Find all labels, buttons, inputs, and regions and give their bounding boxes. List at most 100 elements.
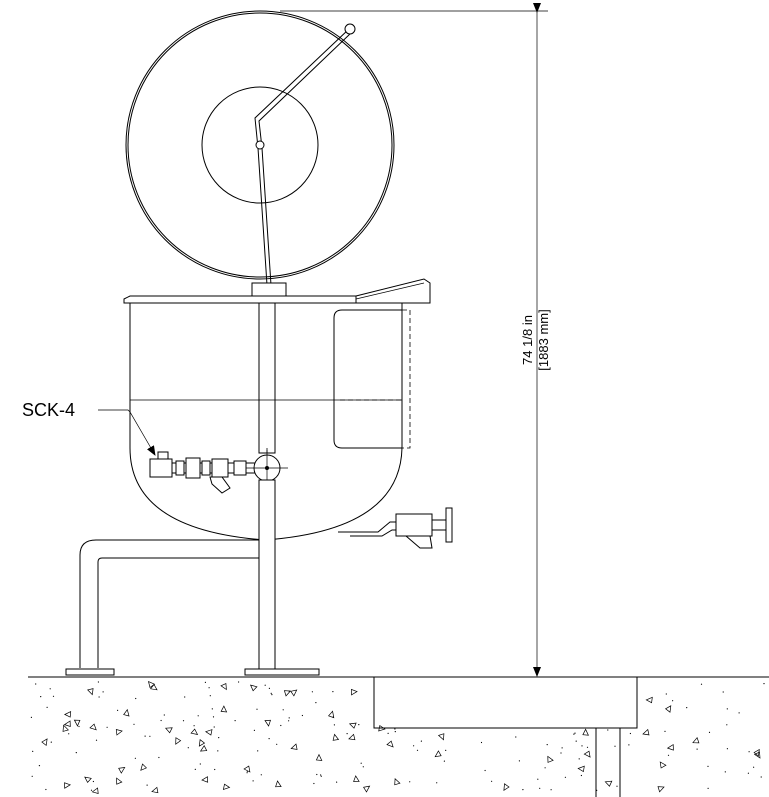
concrete-speck bbox=[95, 739, 98, 741]
valve-fitting-1 bbox=[175, 460, 185, 476]
concrete-speck bbox=[358, 724, 360, 726]
concrete-aggregate bbox=[62, 724, 69, 732]
drain-neck-bottom bbox=[350, 529, 400, 537]
concrete-aggregate bbox=[664, 705, 672, 713]
concrete-aggregate bbox=[190, 728, 199, 735]
concrete-speck bbox=[332, 691, 334, 693]
concrete-aggregate bbox=[149, 683, 158, 691]
concrete-speck bbox=[49, 688, 51, 690]
concrete-aggregate bbox=[87, 688, 94, 696]
concrete-speck bbox=[271, 694, 273, 696]
concrete-aggregate bbox=[692, 737, 700, 744]
concrete-speck bbox=[144, 735, 146, 737]
concrete-aggregate bbox=[315, 753, 323, 761]
concrete-speck bbox=[664, 730, 666, 733]
concrete-aggregate bbox=[205, 729, 213, 736]
concrete-aggregate bbox=[659, 761, 667, 769]
concrete-speck bbox=[199, 763, 201, 765]
concrete-aggregate bbox=[577, 765, 585, 773]
concrete-aggregate bbox=[503, 783, 510, 791]
concrete-speck bbox=[46, 706, 48, 709]
callout-leader bbox=[98, 409, 156, 456]
concrete-speck bbox=[92, 780, 94, 783]
concrete-speck bbox=[707, 765, 709, 768]
concrete-speck bbox=[97, 681, 99, 683]
concrete-speck bbox=[722, 691, 724, 693]
concrete-speck bbox=[564, 776, 567, 778]
concrete-speck bbox=[445, 749, 447, 752]
dimension-imperial: 74 1/8 in bbox=[520, 315, 535, 365]
valve-regulator bbox=[211, 458, 229, 478]
concrete-speck bbox=[628, 744, 630, 746]
concrete-aggregate bbox=[116, 777, 123, 785]
concrete-aggregate bbox=[753, 748, 760, 757]
concrete-speck bbox=[573, 733, 575, 735]
side-leg-outer bbox=[79, 539, 259, 668]
concrete-speck bbox=[394, 731, 396, 733]
concrete-speck bbox=[480, 741, 483, 744]
concrete-speck bbox=[665, 693, 667, 695]
concrete-aggregate bbox=[283, 690, 292, 697]
kettle-stand bbox=[65, 479, 320, 676]
concrete-aggregate bbox=[645, 696, 653, 704]
concrete-speck bbox=[106, 726, 108, 728]
concrete-speck bbox=[163, 714, 165, 716]
concrete-speck bbox=[748, 751, 750, 753]
concrete-speck bbox=[280, 724, 282, 727]
concrete-speck bbox=[135, 697, 137, 700]
concrete-aggregate bbox=[147, 680, 156, 689]
concrete-speck bbox=[204, 681, 206, 684]
concrete-speck bbox=[491, 780, 493, 782]
dimension-metric: [1883 mm] bbox=[536, 309, 551, 370]
concrete-speck bbox=[394, 728, 396, 730]
valve-fitting-3 bbox=[233, 460, 247, 476]
concrete-speck bbox=[213, 726, 215, 728]
concrete-speck bbox=[257, 750, 259, 752]
center-pedestal bbox=[258, 479, 276, 671]
sck-4-callout: SCK-4 bbox=[22, 400, 156, 456]
strainer bbox=[209, 476, 231, 494]
concrete-aggregate bbox=[437, 733, 445, 741]
concrete-speck bbox=[246, 770, 248, 772]
concrete-speck bbox=[443, 760, 445, 762]
concrete-aggregate bbox=[666, 743, 674, 751]
concrete-speck bbox=[561, 747, 563, 749]
concrete-speck bbox=[78, 725, 80, 728]
concrete-aggregate bbox=[657, 786, 665, 793]
lid-handle-rod bbox=[254, 28, 350, 286]
draw-off-handwheel bbox=[445, 507, 453, 543]
concrete-speck bbox=[413, 745, 415, 747]
rim-flange bbox=[123, 295, 357, 304]
concrete-aggregate bbox=[249, 684, 258, 692]
concrete-speck bbox=[117, 709, 119, 712]
concrete-speck bbox=[539, 787, 541, 789]
concrete-speck bbox=[332, 716, 334, 718]
concrete-speck bbox=[217, 750, 219, 752]
concrete-aggregate bbox=[290, 689, 298, 697]
tilt-column-upper bbox=[258, 302, 276, 454]
concrete-speck bbox=[194, 768, 196, 771]
concrete-speck bbox=[738, 712, 740, 714]
concrete-aggregate bbox=[64, 782, 72, 789]
lid-pivot bbox=[255, 140, 265, 150]
valve-body bbox=[149, 458, 173, 478]
concrete-speck bbox=[560, 752, 562, 754]
concrete-aggregate bbox=[164, 727, 173, 734]
concrete-speck bbox=[336, 781, 338, 783]
concrete-aggregate bbox=[222, 783, 231, 791]
concrete-speck bbox=[38, 765, 41, 767]
concrete-speck bbox=[596, 789, 598, 792]
concrete-aggregate bbox=[175, 737, 182, 745]
concrete-speck bbox=[550, 789, 552, 791]
concrete-speck bbox=[288, 717, 290, 719]
concrete-speck bbox=[316, 773, 318, 776]
concrete-speck bbox=[68, 733, 70, 735]
concrete-speck bbox=[146, 784, 148, 786]
concrete-speck bbox=[301, 714, 303, 717]
concrete-aggregate bbox=[547, 755, 554, 763]
concrete-aggregate bbox=[220, 705, 228, 713]
concrete-aggregate bbox=[84, 776, 92, 784]
concrete-aggregate bbox=[348, 733, 356, 741]
concrete-speck bbox=[546, 744, 548, 746]
concrete-speck bbox=[238, 681, 240, 683]
